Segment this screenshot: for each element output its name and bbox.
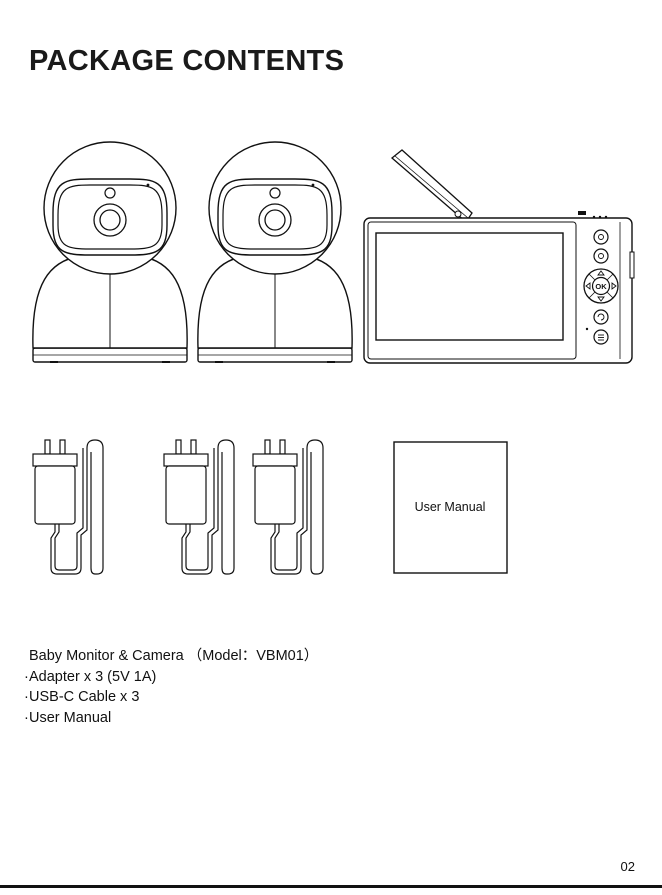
- contents-list: Baby Monitor & Camera （Model：VBM01） ·Ada…: [24, 646, 318, 728]
- list-item-text: Adapter x 3 (5V 1A): [29, 669, 156, 685]
- adapter-cable-3-icon: [253, 440, 323, 574]
- monitor-icon: OK: [364, 150, 634, 363]
- page-number: 02: [621, 859, 635, 874]
- camera-1-icon: [33, 142, 187, 362]
- list-item-text: User Manual: [29, 710, 111, 726]
- list-item: ·USB-C Cable x 3: [24, 687, 318, 708]
- user-manual-label: User Manual: [415, 500, 486, 514]
- adapter-cable-2-icon: [164, 440, 234, 574]
- camera-2-icon: [198, 142, 352, 362]
- list-item-text: USB-C Cable x 3: [29, 689, 139, 705]
- list-item: Baby Monitor & Camera （Model：VBM01）: [24, 646, 318, 667]
- list-item-text: Baby Monitor & Camera （Model：VBM01）: [29, 648, 318, 664]
- user-manual-icon: User Manual: [394, 442, 507, 573]
- list-item: ·User Manual: [24, 708, 318, 729]
- list-item: ·Adapter x 3 (5V 1A): [24, 667, 318, 688]
- bottom-rule: [0, 885, 662, 888]
- adapter-cable-1-icon: [33, 440, 103, 574]
- ok-button-label: OK: [595, 282, 607, 291]
